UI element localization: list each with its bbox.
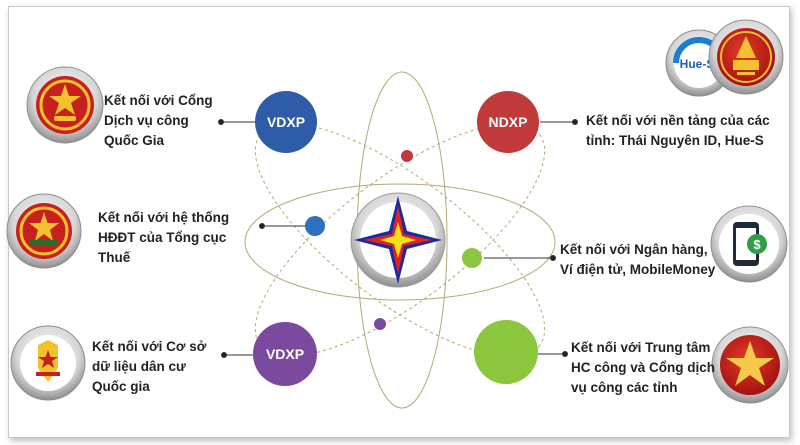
star-emblem-icon	[711, 326, 789, 404]
svg-text:Quốc gia: Quốc gia	[92, 379, 150, 394]
svg-text:vụ công các tỉnh: vụ công các tỉnh	[571, 380, 678, 395]
label-national-portal: Kết nối với Cổng Dịch vụ công Quốc Gia	[104, 93, 213, 148]
orbit-horizontal	[244, 183, 556, 301]
orbit-dot-red	[401, 150, 413, 162]
orbit-dot-green	[462, 248, 482, 268]
svg-text:HC công và Cổng dịch: HC công và Cổng dịch	[571, 360, 715, 375]
thai-nguyen-logo-icon	[708, 19, 784, 95]
orbit-dot-blue	[305, 216, 325, 236]
orbit-diagonal-b	[254, 123, 546, 357]
svg-text:Kết nối với Cơ sở: Kết nối với Cơ sở	[92, 339, 207, 354]
svg-text:Quốc Gia: Quốc Gia	[104, 133, 165, 148]
node-green[interactable]	[474, 320, 538, 384]
dollar-sign-icon: $	[753, 237, 761, 252]
node-vdxp-top[interactable]: VDXP	[255, 91, 317, 153]
svg-text:dữ liệu dân cư: dữ liệu dân cư	[92, 359, 186, 374]
label-tax-einvoice: Kết nối với hệ thống HĐĐT của Tổng cục T…	[98, 210, 229, 265]
node-ndxp[interactable]: NDXP	[477, 91, 539, 153]
connector-lines	[218, 119, 578, 358]
label-provincial-platforms: Kết nối với nền tảng của các tỉnh: Thái …	[586, 113, 770, 148]
national-emblem-icon	[26, 66, 104, 144]
four-point-star-icon	[350, 192, 446, 288]
label-population-db: Kết nối với Cơ sở dữ liệu dân cư Quốc gi…	[92, 339, 207, 394]
svg-text:Kết nối với Ngân hàng,: Kết nối với Ngân hàng,	[560, 242, 708, 257]
mobile-money-icon: $	[710, 205, 788, 283]
svg-text:HĐĐT của Tổng cục: HĐĐT của Tổng cục	[98, 230, 227, 245]
label-public-service-centers: Kết nối với Trung tâm HC công và Cổng dị…	[571, 340, 715, 395]
svg-text:Kết nối với nền tảng của các: Kết nối với nền tảng của các	[586, 113, 770, 128]
svg-text:Kết nối với Cổng: Kết nối với Cổng	[104, 93, 213, 108]
police-emblem-icon	[10, 325, 86, 401]
orbit-dot-purple	[374, 318, 386, 330]
orbit-diagonal-a	[254, 123, 546, 357]
node-vdxp-bottom[interactable]: VDXP	[253, 322, 317, 386]
svg-text:Thuế: Thuế	[98, 250, 131, 265]
node-vdxp-top-label: VDXP	[267, 114, 305, 130]
node-vdxp-bottom-label: VDXP	[266, 346, 304, 362]
label-banks-ewallets: Kết nối với Ngân hàng, Ví điện tử, Mobil…	[560, 242, 716, 277]
svg-text:Kết nối với Trung tâm: Kết nối với Trung tâm	[571, 340, 710, 355]
svg-text:Ví điện tử, MobileMoney: Ví điện tử, MobileMoney	[560, 262, 716, 277]
orbit-lines	[244, 71, 556, 409]
svg-text:Dịch vụ công: Dịch vụ công	[104, 113, 189, 128]
tax-emblem-icon	[6, 193, 82, 269]
node-ndxp-label: NDXP	[489, 114, 528, 130]
svg-text:tỉnh: Thái Nguyên ID, Hue-S: tỉnh: Thái Nguyên ID, Hue-S	[586, 133, 764, 148]
svg-text:Kết nối với hệ thống: Kết nối với hệ thống	[98, 210, 229, 225]
hue-s-logo-text: Hue-S	[680, 57, 715, 71]
